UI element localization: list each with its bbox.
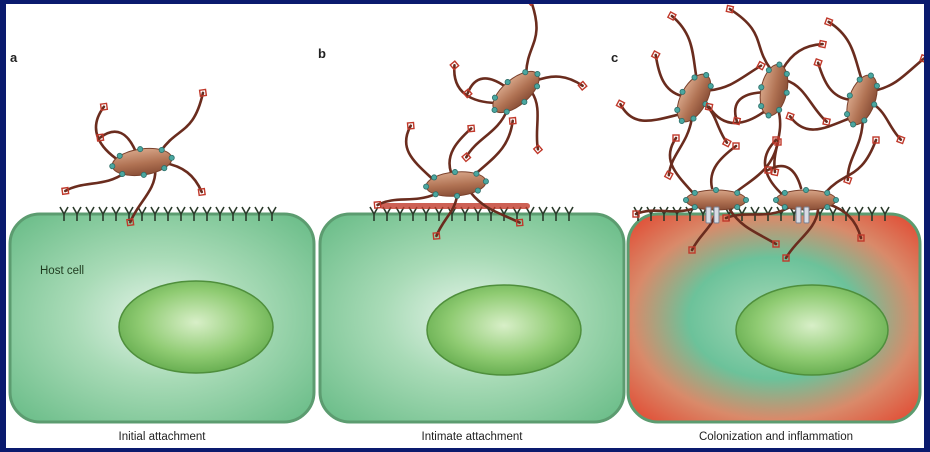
caption-b: Intimate attachment	[422, 431, 524, 443]
attachment-diagram: a b c Host cell Initial attachment Intim…	[6, 4, 924, 448]
bacterium-icon	[412, 4, 611, 192]
nucleus-a	[119, 281, 273, 373]
nucleus-b	[427, 285, 581, 375]
figure-frame: a b c Host cell Initial attachment Intim…	[6, 4, 924, 448]
panel-letter-c: c	[611, 50, 618, 65]
bacterium-icon	[773, 17, 924, 196]
caption-a: Initial attachment	[119, 431, 207, 443]
panel-letter-b: b	[318, 46, 326, 61]
bacterium-icon	[598, 10, 772, 196]
nucleus-c	[736, 285, 888, 375]
caption-c: Colonization and inflammation	[699, 431, 853, 443]
panel-letter-a: a	[10, 50, 18, 65]
host-cell-label: Host cell	[40, 265, 84, 277]
